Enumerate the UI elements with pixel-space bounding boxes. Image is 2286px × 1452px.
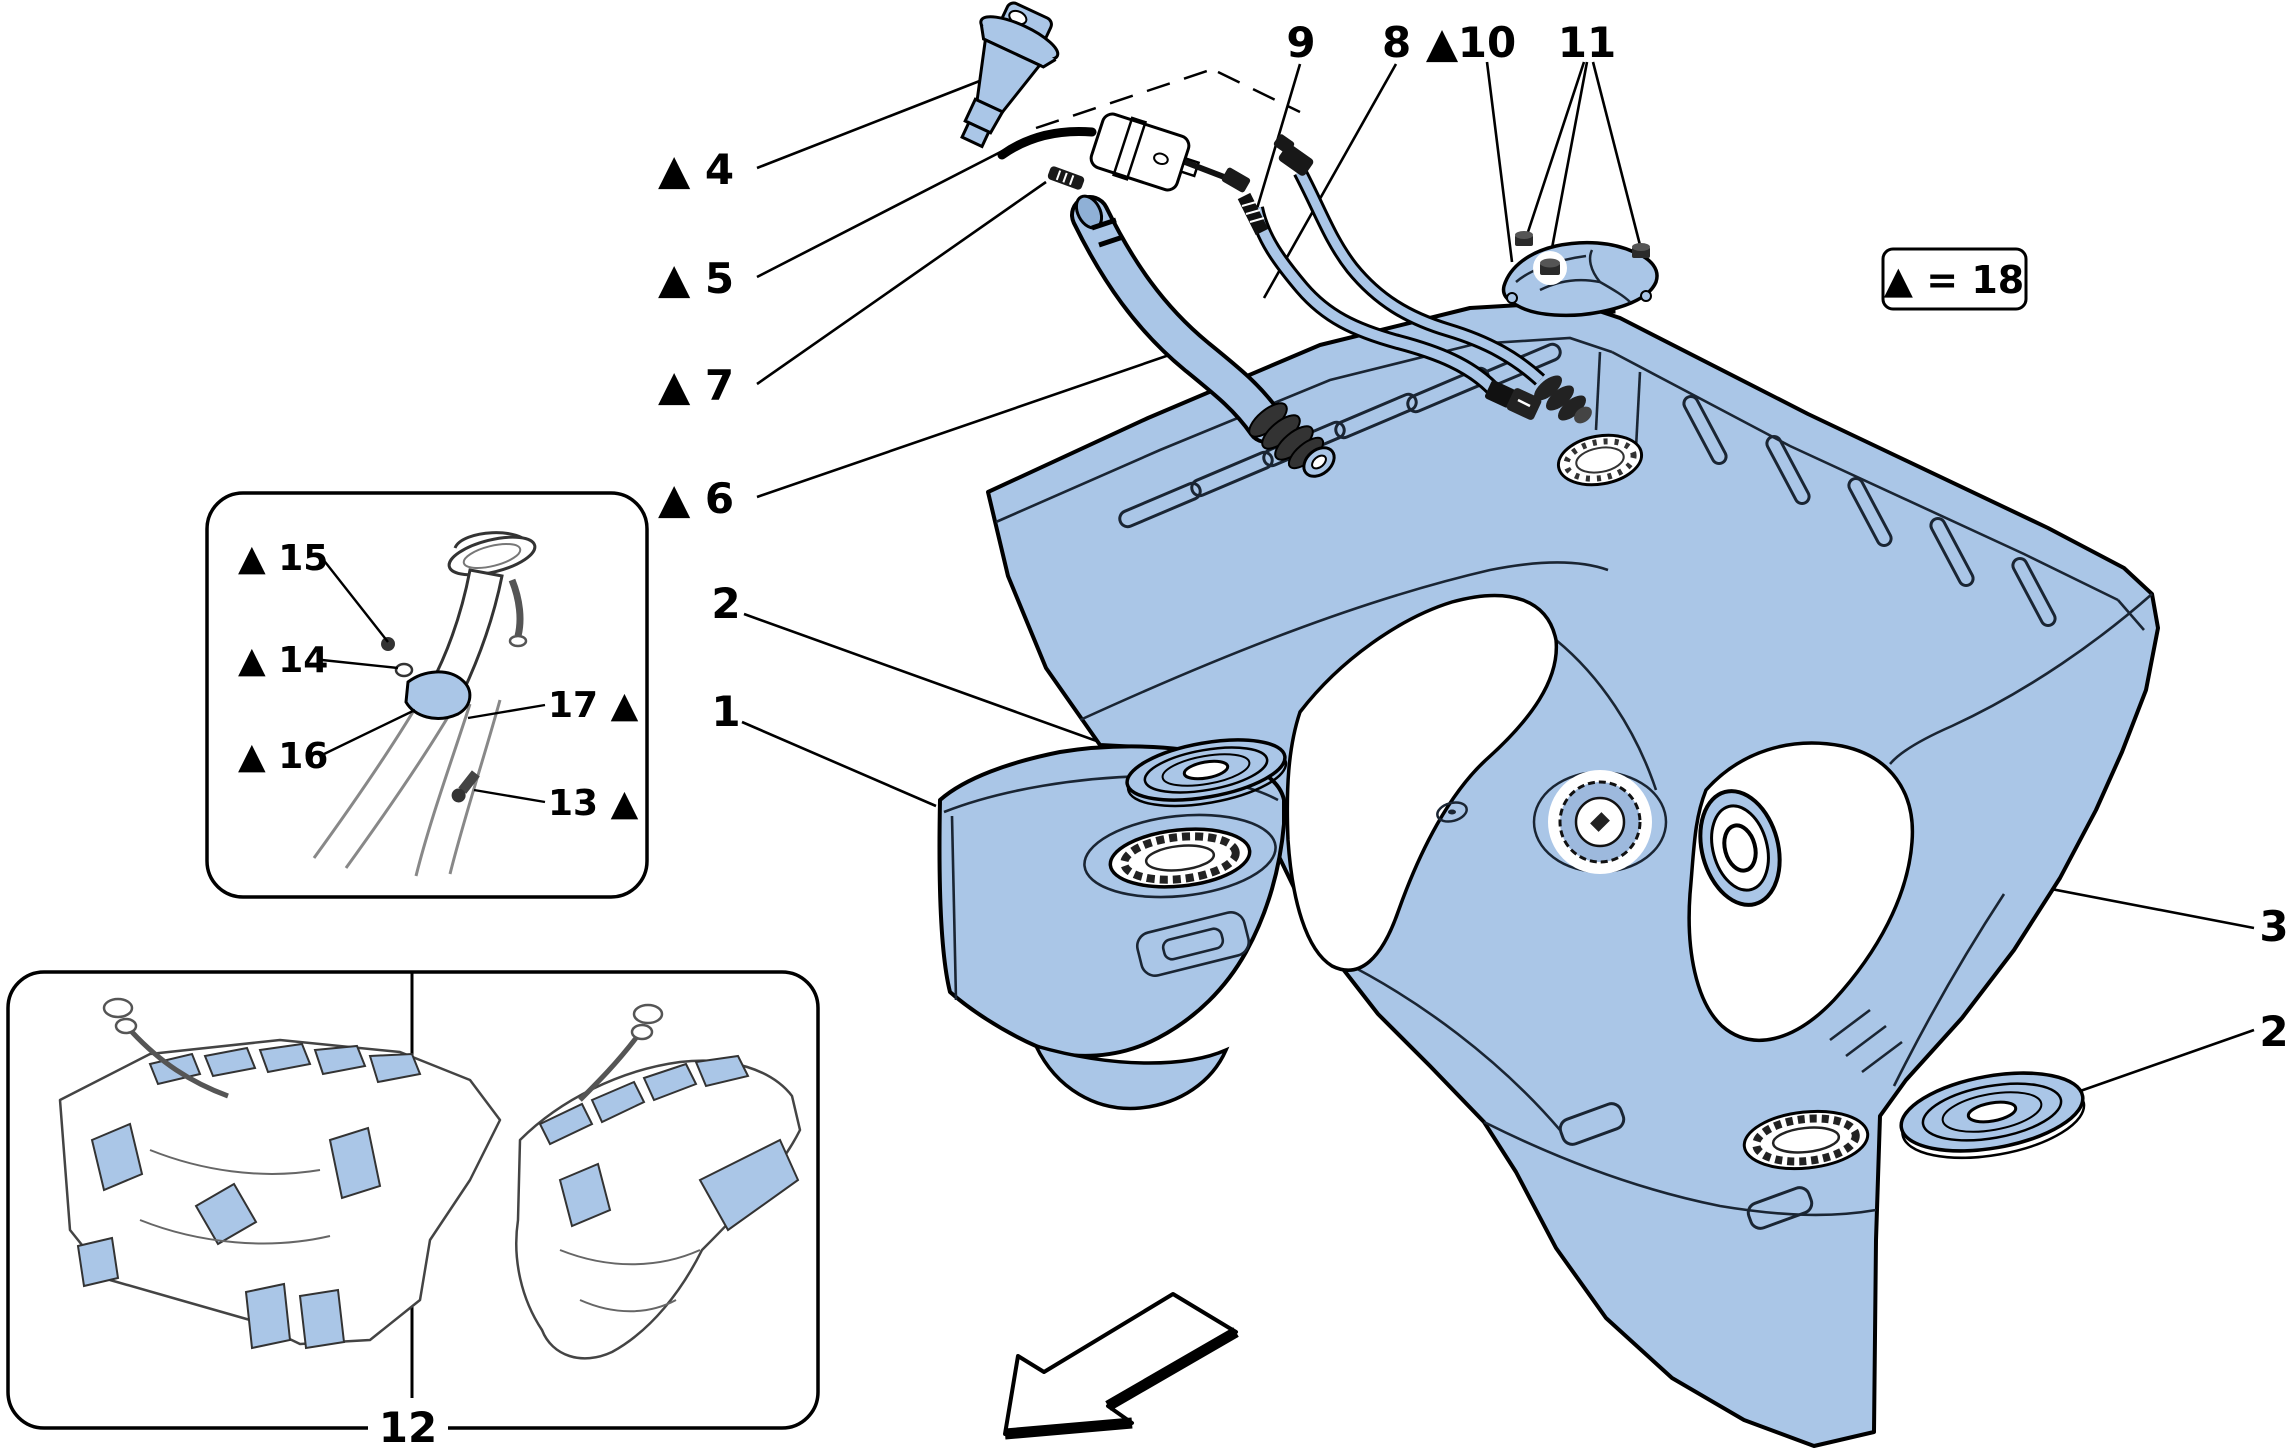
leader-10 <box>1485 61 1514 263</box>
callout-10: 10 <box>1458 18 1516 67</box>
filler-cap-assembly <box>960 1 1060 149</box>
seal-strip <box>997 127 1097 160</box>
alignment-dashes <box>1035 68 1301 130</box>
callout-16: ▲ 16 <box>238 736 328 777</box>
callout-12: 12 <box>379 1403 437 1452</box>
inset-clamp <box>404 670 472 720</box>
leader-5 <box>756 140 1021 279</box>
seal-disc-left <box>1125 738 1288 808</box>
callout-15: ▲ 15 <box>238 538 328 579</box>
bottom-sender-ring <box>1742 1109 1870 1171</box>
seal-disc-right <box>1899 1071 2086 1160</box>
nut-1 <box>1515 231 1533 246</box>
fuel-line-rear <box>1273 134 1592 424</box>
legend-label: ▲ = 18 <box>1884 258 2024 302</box>
inset-screw <box>381 637 395 651</box>
callout-6: ▲ 6 <box>658 474 734 523</box>
variant-view-left <box>58 997 502 1350</box>
leader-6 <box>756 350 1179 499</box>
callout-7: ▲ 7 <box>658 361 734 410</box>
variant-inset: 12 <box>6 970 820 1452</box>
callout-5: ▲ 5 <box>658 254 734 303</box>
leader-2-lower <box>2065 1028 2255 1098</box>
leader-11b <box>1547 61 1589 265</box>
leader-4 <box>756 73 996 170</box>
variant-view-right <box>515 1003 802 1360</box>
tank-detail-lines <box>995 336 2153 1217</box>
filler-hose <box>1070 194 1336 478</box>
braided-sleeve <box>1237 192 1269 236</box>
callout-2-lower: 2 <box>2259 1007 2286 1056</box>
callout-1: 1 <box>711 687 740 736</box>
sender-ring <box>1108 827 1252 889</box>
tank-rib-slots-right <box>1682 395 2057 627</box>
callout-2-upper: 2 <box>711 579 740 628</box>
callout-17: 17 ▲ <box>548 685 639 726</box>
leader-1 <box>741 720 937 808</box>
hose-connector <box>1248 402 1336 478</box>
direction-arrow <box>1003 1292 1239 1440</box>
inset-bolt <box>451 770 480 803</box>
callout-13: 13 ▲ <box>548 783 639 824</box>
inset-leaders <box>321 557 546 804</box>
inset-filler-neck <box>312 531 537 877</box>
callout-3: 3 <box>2259 902 2286 951</box>
variant-right-cap <box>578 1003 664 1102</box>
leader-7 <box>756 180 1047 386</box>
detail-inset: ▲ 15 ▲ 14 ▲ 16 17 ▲ 13 ▲ <box>205 491 649 899</box>
nut-3 <box>1632 243 1650 258</box>
charcoal-canister <box>1089 112 1201 192</box>
callout-4: ▲ 4 <box>658 145 734 194</box>
small-vent-hole <box>1436 801 1468 823</box>
leader-11a <box>1524 61 1586 239</box>
leader-11c <box>1591 61 1643 250</box>
callout-8: 8 ▲ <box>1382 18 1459 67</box>
fuel-line-front <box>1183 159 1542 420</box>
callout-14: ▲ 14 <box>238 640 328 681</box>
grommet <box>1698 789 1782 907</box>
tank-bottom-slots <box>1558 1102 1814 1230</box>
variant-left-cap <box>102 997 229 1099</box>
callout-9: 9 <box>1286 18 1315 67</box>
inset-washer <box>394 662 414 678</box>
front-line-connector <box>1484 380 1542 420</box>
rear-line-connector <box>1533 375 1592 424</box>
pump-flange <box>1532 770 1668 874</box>
left-fuel-tank <box>937 744 1286 1111</box>
callout-11: 11 <box>1558 18 1616 67</box>
legend-box: ▲ = 18 <box>1881 247 2028 311</box>
left-tank-sump <box>1032 1043 1230 1111</box>
nut-2 <box>1533 251 1567 285</box>
leader-2-upper <box>743 612 1131 755</box>
ribbed-pin <box>1047 166 1085 190</box>
